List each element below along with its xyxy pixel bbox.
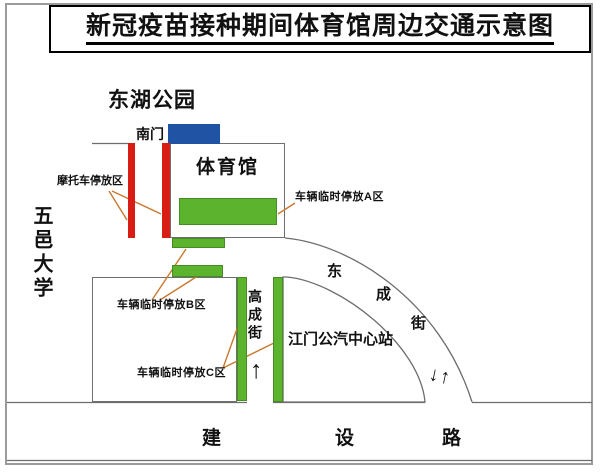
- dongcheng-two-way-arrows-icon: ↓↑: [427, 363, 453, 389]
- parking-zone-c-block-left: [237, 277, 247, 401]
- page-title: 新冠疫苗接种期间体育馆周边交通示意图: [85, 13, 554, 45]
- image-frame: [5, 3, 593, 465]
- jianshe-char-1: 建: [202, 428, 222, 449]
- wuyi-university-label: 五邑大学: [30, 205, 52, 301]
- moto-parking-label: 摩托车停放区: [57, 175, 123, 187]
- moto-parking-bar-left: [128, 143, 135, 238]
- gaocheng-up-arrow-icon: ↑: [250, 356, 263, 384]
- bus-station-label: 江门公汽中心站: [288, 331, 394, 348]
- moto-parking-bar-right: [162, 143, 170, 238]
- parking-building-bc: [92, 277, 237, 402]
- parking-zone-a-block: [179, 198, 277, 225]
- parking-zone-b-label: 车辆临时停放B区: [117, 299, 206, 311]
- jianshe-char-2: 设: [335, 428, 355, 449]
- jianshe-char-3: 路: [442, 428, 462, 449]
- gaocheng-street-label: 高成街: [247, 289, 263, 343]
- parking-zone-a-label: 车辆临时停放A区: [295, 191, 384, 203]
- south-gate-label: 南门: [136, 126, 164, 142]
- east-lake-park-label: 东湖公园: [108, 89, 196, 112]
- dongcheng-char-1: 东: [327, 263, 343, 280]
- dongcheng-char-3: 街: [411, 315, 427, 332]
- parking-zone-b-block-upper: [172, 238, 225, 248]
- gymnasium-label: 体育馆: [195, 157, 259, 178]
- south-gate-block: [168, 124, 220, 144]
- dongcheng-char-2: 成: [376, 286, 392, 303]
- parking-zone-c-block-right: [273, 277, 283, 402]
- parking-zone-b-block-lower: [172, 265, 223, 277]
- parking-zone-c-label: 车辆临时停放C区: [137, 367, 226, 379]
- title-box: 新冠疫苗接种期间体育馆周边交通示意图: [49, 5, 591, 53]
